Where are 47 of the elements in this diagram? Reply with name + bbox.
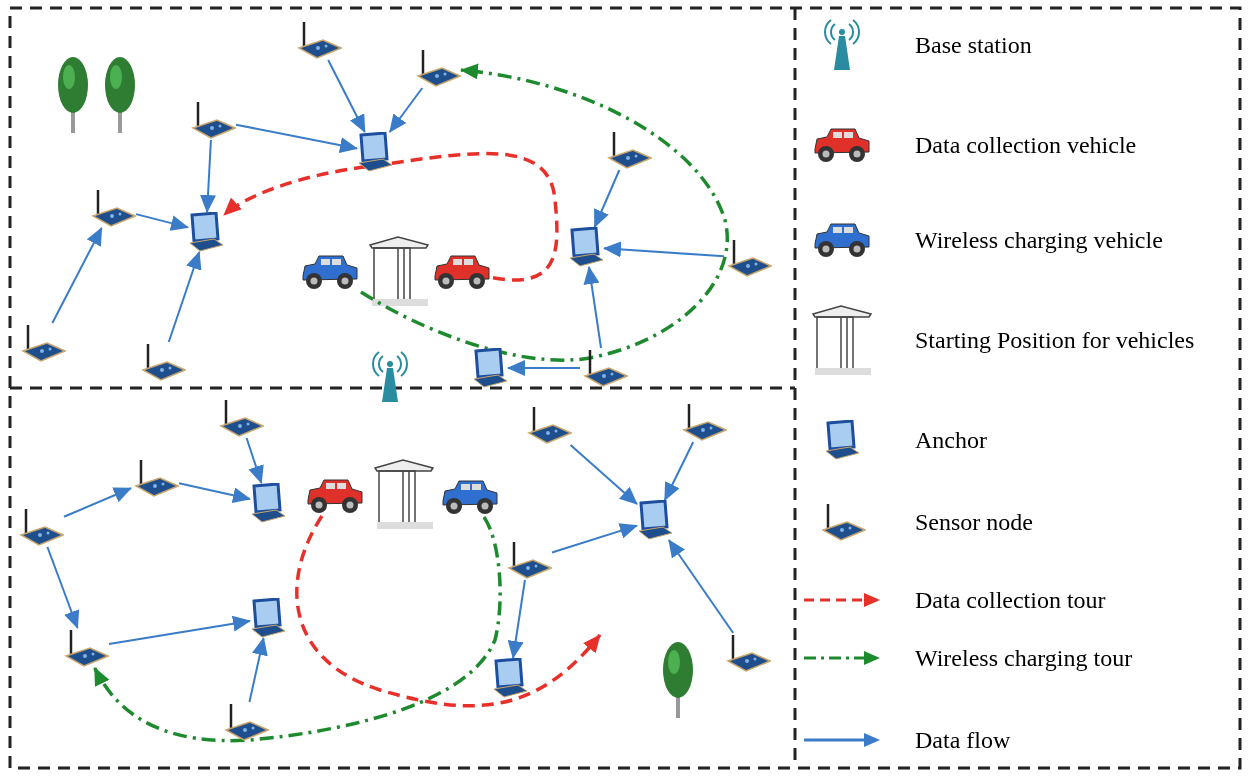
dashed-arrow xyxy=(295,515,602,708)
dashed-arrow xyxy=(222,151,559,282)
laptop-icon xyxy=(250,483,286,523)
dashed-arrow xyxy=(93,516,502,743)
arrow xyxy=(200,139,216,213)
legend-label: Data collection tour xyxy=(915,586,1106,615)
arrow xyxy=(327,59,366,133)
laptop-icon xyxy=(492,658,528,698)
arrow xyxy=(245,437,264,484)
legend-label: Wireless charging tour xyxy=(915,644,1133,673)
arrow xyxy=(167,251,202,343)
arrow xyxy=(46,546,80,629)
laptop-icon xyxy=(472,348,508,388)
laptop-icon xyxy=(637,500,673,540)
legend-label: Data flow xyxy=(915,726,1011,755)
arrow xyxy=(178,482,251,504)
arrow xyxy=(248,637,268,703)
arrow xyxy=(235,123,358,154)
arrow xyxy=(63,487,132,518)
legend-label: Base station xyxy=(915,31,1032,60)
arrow xyxy=(507,579,526,659)
dashed-arrow xyxy=(360,64,729,362)
legend-label: Sensor node xyxy=(915,508,1033,537)
jeep-icon xyxy=(299,252,361,292)
legend-label: Data collection vehicle xyxy=(915,131,1137,160)
arrow xyxy=(583,266,602,349)
arrow xyxy=(108,615,251,646)
legend-label: Wireless charging vehicle xyxy=(915,226,1163,255)
jeep-icon xyxy=(431,252,493,292)
arrow xyxy=(593,169,621,228)
laptop-icon xyxy=(188,212,224,252)
laptop-icon xyxy=(357,132,393,172)
arrow xyxy=(603,241,725,258)
arrow xyxy=(569,444,638,505)
arrow xyxy=(667,539,735,634)
laptop-icon xyxy=(568,227,604,267)
arrow xyxy=(663,441,695,501)
arrow xyxy=(135,213,189,231)
arrow xyxy=(507,360,581,376)
jeep-icon xyxy=(439,477,501,517)
arrow xyxy=(388,87,424,133)
arrow xyxy=(551,523,638,554)
jeep-icon xyxy=(304,476,366,516)
legend-label: Starting Position for vehicles xyxy=(915,326,1195,355)
arrow xyxy=(51,227,103,324)
legend-label: Anchor xyxy=(915,426,987,455)
laptop-icon xyxy=(250,598,286,638)
